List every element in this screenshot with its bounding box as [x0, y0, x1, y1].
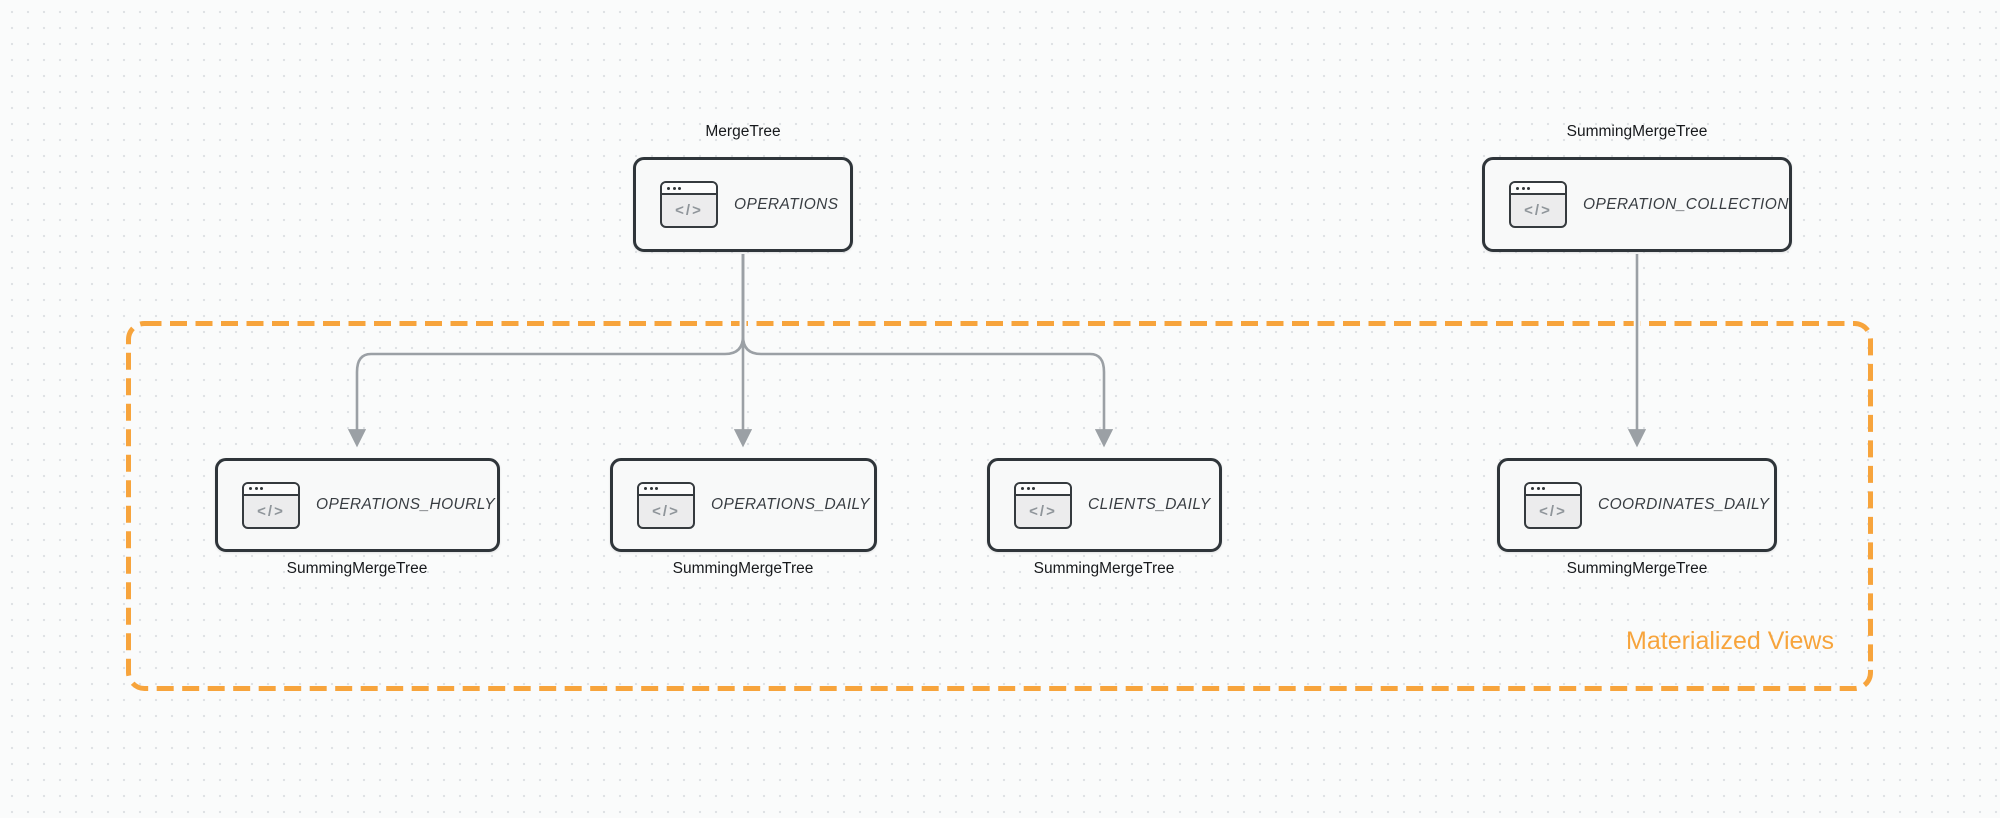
code-window-icon: </>	[1524, 481, 1582, 529]
window-titlebar	[1016, 483, 1070, 496]
materialized-views-group-box	[126, 321, 1873, 691]
code-glyph: </>	[257, 502, 285, 520]
engine-label-coordinates-daily: SummingMergeTree	[1566, 560, 1708, 577]
window-dot	[1021, 487, 1024, 490]
engine-label-operations-daily: SummingMergeTree	[672, 560, 814, 577]
window-dot	[1026, 487, 1030, 490]
window-titlebar	[244, 483, 298, 496]
edge-operations-to-clients-daily	[741, 254, 1114, 448]
window-dot	[644, 487, 647, 490]
edge-operations-to-operations-hourly	[347, 254, 745, 448]
window-dot	[1516, 186, 1519, 190]
node-clients-daily[interactable]: </> CLIENTS_DAILY	[987, 458, 1222, 552]
window-dot	[254, 487, 258, 490]
table-name: OPERATIONS_DAILY	[711, 496, 870, 513]
table-name: OPERATION_COLLECTION	[1583, 195, 1789, 213]
window-dot	[1536, 487, 1540, 490]
window-titlebar	[662, 183, 716, 195]
window-dot	[672, 186, 676, 190]
code-glyph: </>	[1524, 202, 1552, 219]
window-dot	[260, 487, 263, 490]
code-window-icon: </>	[660, 181, 718, 228]
code-window-icon: </>	[1014, 481, 1072, 529]
table-name: OPERATIONS_HOURLY	[316, 496, 496, 513]
code-window-icon: </>	[242, 481, 300, 529]
window-dot	[649, 487, 653, 490]
node-operations-hourly[interactable]: </> OPERATIONS_HOURLY	[215, 458, 500, 552]
engine-label-operations: MergeTree	[705, 123, 781, 140]
window-dot	[1032, 487, 1035, 490]
node-coordinates-daily[interactable]: </> COORDINATES_DAILY	[1497, 458, 1777, 552]
window-dot	[655, 487, 658, 490]
engine-label-operation-collection: SummingMergeTree	[1566, 123, 1708, 140]
code-glyph: </>	[652, 502, 680, 520]
code-window-icon: </>	[1509, 181, 1567, 228]
table-name: OPERATIONS	[734, 195, 839, 213]
window-titlebar	[1511, 183, 1565, 195]
engine-label-clients-daily: SummingMergeTree	[1033, 560, 1175, 577]
table-name: CLIENTS_DAILY	[1088, 496, 1211, 513]
window-dot	[1531, 487, 1534, 490]
code-glyph: </>	[675, 202, 703, 219]
materialized-views-group-label: Materialized Views	[1626, 627, 1834, 655]
node-operation-collection[interactable]: </> OPERATION_COLLECTION	[1482, 157, 1792, 252]
node-operations[interactable]: </> OPERATIONS	[633, 157, 853, 252]
window-titlebar	[1526, 483, 1580, 496]
code-window-icon: </>	[637, 481, 695, 529]
table-name: COORDINATES_DAILY	[1598, 496, 1770, 513]
window-dot	[678, 186, 681, 190]
engine-label-operations-hourly: SummingMergeTree	[286, 560, 428, 577]
window-titlebar	[639, 483, 693, 496]
code-glyph: </>	[1539, 502, 1567, 520]
window-dot	[1527, 186, 1530, 190]
window-dot	[667, 186, 670, 190]
code-glyph: </>	[1029, 502, 1057, 520]
window-dot	[249, 487, 252, 490]
window-dot	[1542, 487, 1545, 490]
node-operations-daily[interactable]: </> OPERATIONS_DAILY	[610, 458, 877, 552]
window-dot	[1521, 186, 1525, 190]
